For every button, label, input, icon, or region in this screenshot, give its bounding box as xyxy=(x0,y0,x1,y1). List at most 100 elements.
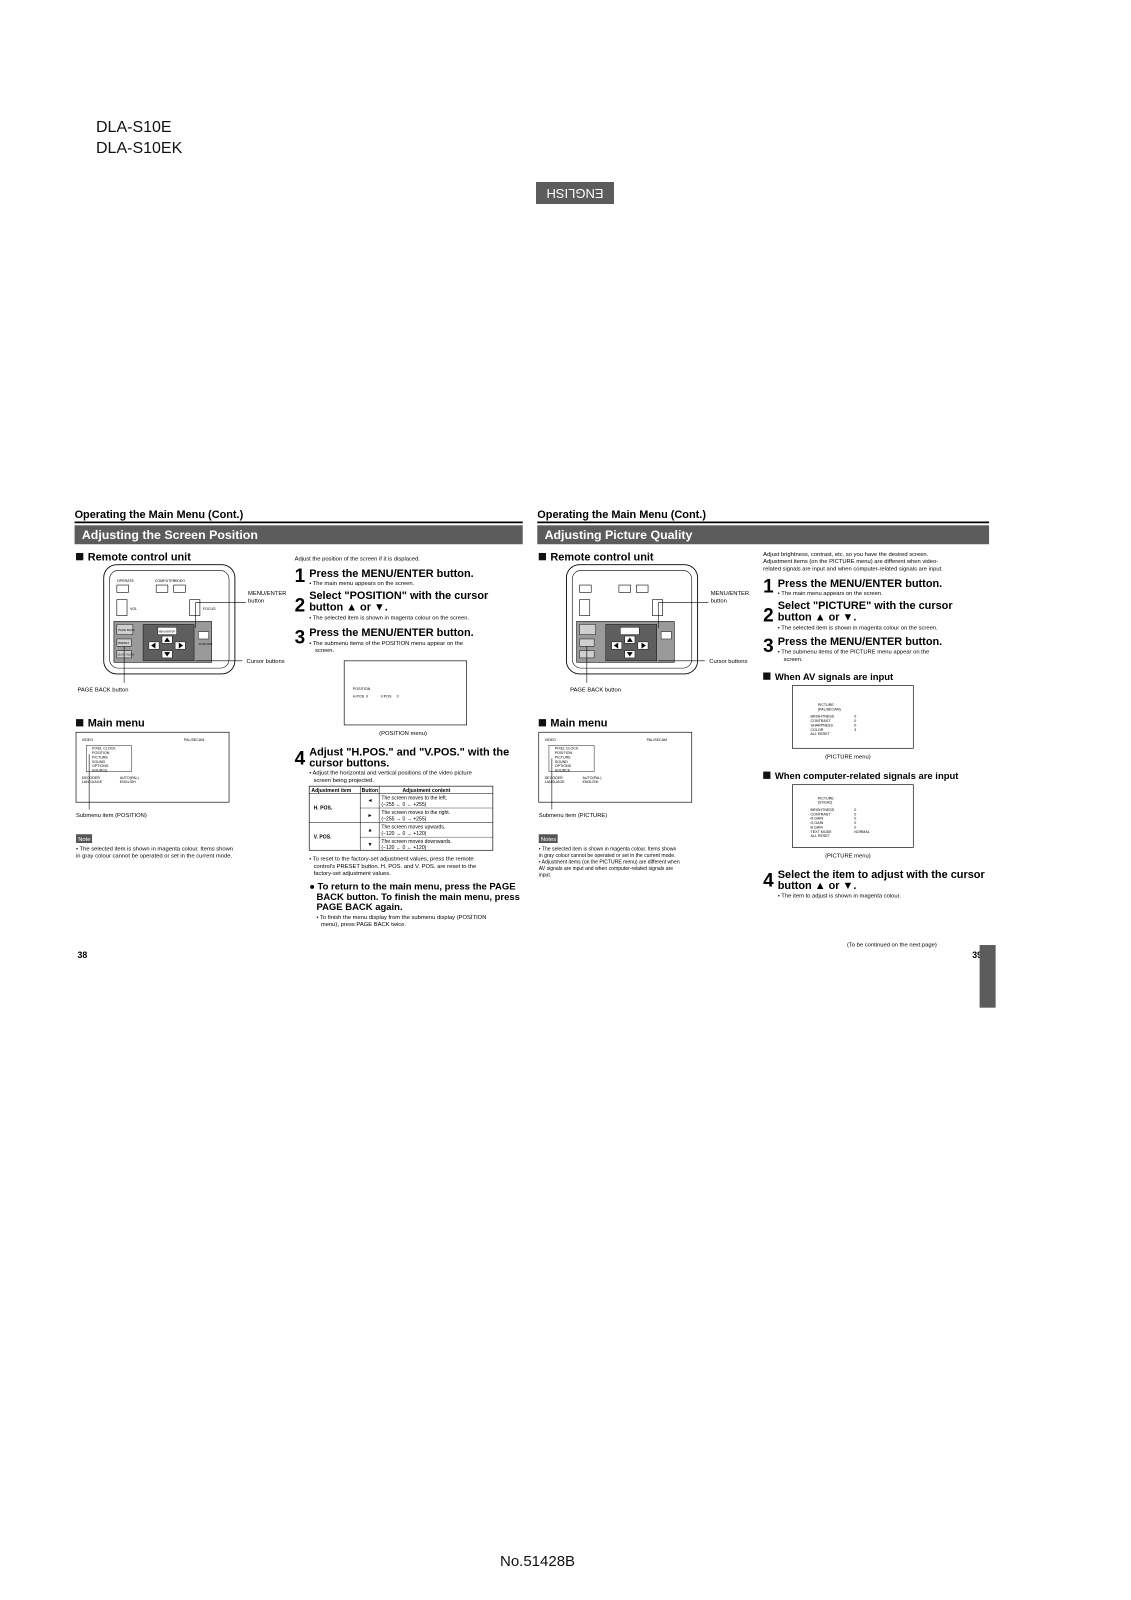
right-running-head: Operating the Main Menu (Cont.) xyxy=(537,509,706,521)
remote-page-back-label: PAGE BACK xyxy=(118,628,135,632)
right-step3-title: Press the MENU/ENTER button. xyxy=(778,636,942,648)
menu-language-value: ENGLISH xyxy=(582,780,598,784)
left-return-title-3: PAGE BACK again. xyxy=(316,902,402,913)
menu-item-picture[interactable]: PICTURE xyxy=(92,755,108,759)
pc-menu-b-gain[interactable]: B.GAIN xyxy=(811,825,824,829)
right-page-number: 39 xyxy=(972,950,982,960)
video-button[interactable] xyxy=(636,584,649,593)
pc-menu-brightness[interactable]: BRIGHTNESS xyxy=(811,808,835,812)
left-banner-title: Adjusting the Screen Position xyxy=(82,528,258,542)
focus-button[interactable] xyxy=(652,599,663,616)
table-row-3-content: The screen moves downwards. xyxy=(381,839,452,845)
vol-button[interactable] xyxy=(116,599,128,616)
left-return-note-1: • To finish the menu display from the su… xyxy=(316,915,486,921)
menu-item-source[interactable]: SOURCE xyxy=(92,769,108,773)
position-menu-caption: (POSITION menu) xyxy=(379,731,427,737)
video-button[interactable] xyxy=(173,584,186,593)
pc-menu-title: PICTURE xyxy=(818,796,834,800)
focus-button[interactable] xyxy=(189,599,201,616)
left-banner-bar xyxy=(74,525,523,545)
position-menu-hpos[interactable]: H.POS xyxy=(353,694,365,698)
menu-item-decoder[interactable]: DECODER xyxy=(545,776,564,780)
menu-item-pixel-clock[interactable]: PIXEL CLOCK xyxy=(92,747,116,751)
picture-menu-av-screen: PICTURE (PAL/SECAM) BRIGHTNESS CONTRAST … xyxy=(791,685,914,749)
page-back-button[interactable] xyxy=(579,624,596,635)
right-notes-label: Notes xyxy=(541,837,556,843)
right-page-back-callout: PAGE BACK button xyxy=(570,687,621,693)
left-reset-note-3: factory-set adjustment values. xyxy=(314,871,392,877)
av-menu-contrast[interactable]: CONTRAST xyxy=(811,719,832,723)
pc-menu-r-gain[interactable]: R.GAIN xyxy=(811,817,824,821)
menu-item-position[interactable]: POSITION xyxy=(92,751,110,755)
right-step4-title-1: Select the item to adjust with the curso… xyxy=(778,869,986,881)
pc-menu-all-reset[interactable]: ALL RESET xyxy=(811,834,831,838)
pc-menu-g-gain[interactable]: G.GAIN xyxy=(811,821,824,825)
computer-button[interactable] xyxy=(155,584,169,593)
right-step2-note: • The selected item is shown in magenta … xyxy=(778,625,938,631)
operate-button[interactable] xyxy=(116,584,129,593)
right-menu-enter-callout: MENU/ENTER xyxy=(711,591,749,597)
right-notes-badge xyxy=(538,834,558,843)
menu-item-language[interactable]: LANGUAGE xyxy=(545,780,566,784)
table-row-0-button: ◄ xyxy=(368,798,373,804)
continued-note: (To be continued on the next page) xyxy=(847,942,937,948)
adjustment-table: Adjustment item Button Adjustment conten… xyxy=(308,785,494,851)
right-submenu-caption: Submenu item (PICTURE) xyxy=(539,813,608,819)
pc-menu-b-gain-value: 0 xyxy=(854,825,856,829)
table-header-item: Adjustment item xyxy=(311,788,351,794)
svg-text:2: 2 xyxy=(295,595,306,616)
pc-menu-text-mode[interactable]: TEXT MODE xyxy=(811,830,833,834)
av-muting-button[interactable] xyxy=(660,631,672,640)
computer-button[interactable] xyxy=(618,584,631,593)
english-tab-text: ENGLISH xyxy=(546,186,604,201)
right-notes-4: AV signals are input and when computer-r… xyxy=(539,866,674,872)
menu-item-options[interactable]: OPTIONS xyxy=(555,764,572,768)
left-menu-enter-callout-2: button xyxy=(248,599,264,605)
pc-menu-contrast[interactable]: CONTRAST xyxy=(811,812,832,816)
menu-item-options[interactable]: OPTIONS xyxy=(92,764,109,768)
operate-button[interactable] xyxy=(579,584,592,593)
right-step2-title-1: Select "PICTURE" with the cursor xyxy=(778,600,954,612)
menu-item-sound[interactable]: SOUND xyxy=(92,760,105,764)
left-remote-heading: Remote control unit xyxy=(88,551,192,563)
right-intro-2: Adjustment items (on the PICTURE menu) a… xyxy=(763,559,938,565)
av-menu-sharpness[interactable]: SHARPNESS xyxy=(811,723,834,727)
av-menu-color[interactable]: COLOR xyxy=(811,728,824,732)
model-header: DLA-S10E DLA-S10EK xyxy=(96,117,182,159)
position-menu-hpos-value: 0 xyxy=(366,694,368,698)
right-intro-1: Adjust brightness, contrast, etc. so you… xyxy=(763,552,928,558)
preset-button[interactable] xyxy=(579,638,595,647)
menu-enter-button[interactable] xyxy=(620,627,640,635)
vol-button[interactable] xyxy=(579,599,591,616)
left-cursor-callout: Cursor buttons xyxy=(247,659,285,665)
menu-item-picture[interactable]: PICTURE xyxy=(555,755,571,759)
menu-item-pixel-clock[interactable]: PIXEL CLOCK xyxy=(555,747,579,751)
av-menu-brightness[interactable]: BRIGHTNESS xyxy=(811,715,835,719)
av-muting-button[interactable] xyxy=(198,631,209,640)
menu-enter-button[interactable] xyxy=(157,627,177,635)
right-step4-note: • The item to adjust is shown in magenta… xyxy=(778,894,901,900)
right-remote-illustration xyxy=(565,564,699,675)
menu-item-sound[interactable]: SOUND xyxy=(555,760,568,764)
rotated-manual-pages: Operating the Main Menu (Cont.) Adjustin… xyxy=(74,509,996,1008)
av-menu-all-reset[interactable]: ALL RESET xyxy=(811,732,831,736)
right-step3-note-2: screen. xyxy=(784,657,803,663)
menu-item-language[interactable]: LANGUAGE xyxy=(82,780,103,784)
table-header-button: Button xyxy=(362,788,378,794)
menu-item-decoder[interactable]: DECODER xyxy=(82,776,101,780)
table-row-hpos: H. POS. xyxy=(314,805,333,811)
right-menu-enter-callout-2: button xyxy=(711,599,727,605)
english-tab xyxy=(979,945,996,1008)
left-menu-enter-callout: MENU/ENTER xyxy=(248,591,286,597)
left-reset-note-2: control's PRESET button. H. POS. and V. … xyxy=(314,864,477,870)
table-header-content: Adjustment content xyxy=(402,788,450,794)
menu-decoder-value: AUTO(PAL) xyxy=(582,776,601,780)
av-menu-brightness-value: 0 xyxy=(854,715,856,719)
position-menu-vpos[interactable]: V.POS xyxy=(381,694,392,698)
right-cursor-callout: Cursor buttons xyxy=(709,659,747,665)
menu-item-source[interactable]: SOURCE xyxy=(555,769,571,773)
page-back-button[interactable] xyxy=(116,624,134,635)
left-submenu-caption: Submenu item (POSITION) xyxy=(76,813,147,819)
svg-text:1: 1 xyxy=(295,566,306,587)
menu-item-position[interactable]: POSITION xyxy=(555,751,573,755)
